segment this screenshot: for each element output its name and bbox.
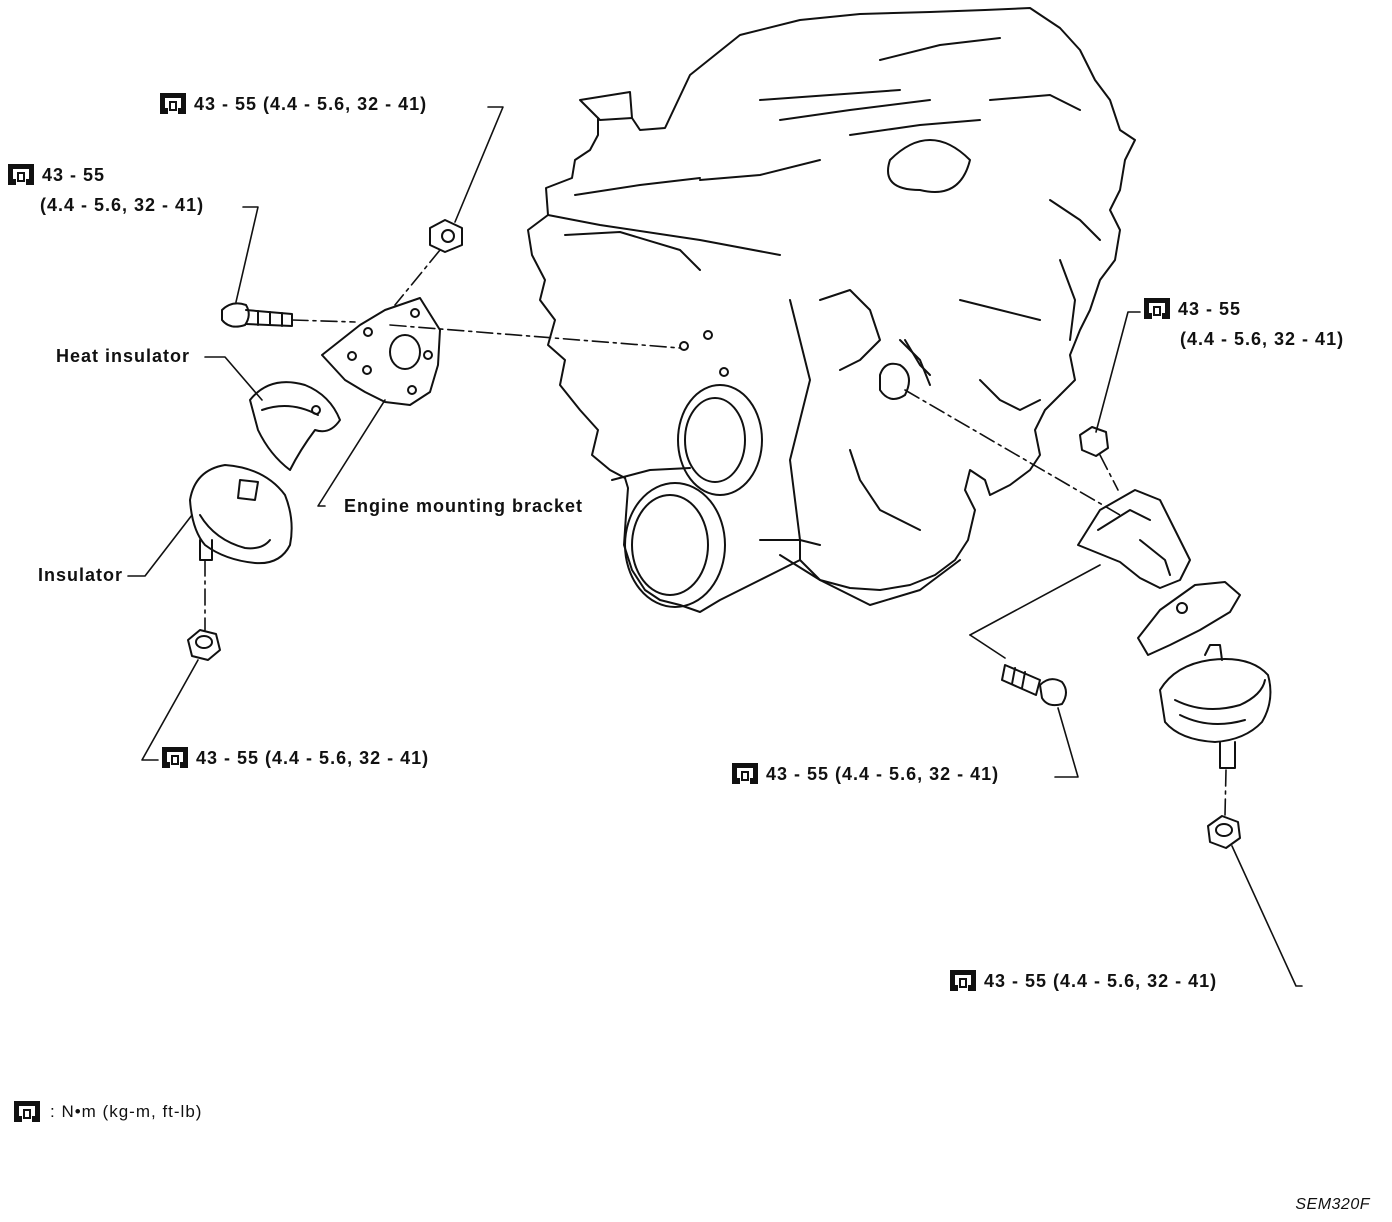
torque-wrench-icon <box>162 747 188 768</box>
torque-value-line2: (4.4 - 5.6, 32 - 41) <box>40 195 205 215</box>
assembly-centerlines <box>204 249 1227 816</box>
torque-value: 43 - 55 (4.4 - 5.6, 32 - 41) <box>984 971 1218 991</box>
torque-spec-right-insulator-nut: 43 - 55 (4.4 - 5.6, 32 - 41) <box>948 967 1217 995</box>
torque-wrench-icon <box>732 763 758 784</box>
right-mount-assembly <box>1001 426 1272 849</box>
torque-wrench-icon <box>14 1101 40 1122</box>
label-heat-insulator: Heat insulator <box>56 346 191 366</box>
torque-value-line2: (4.4 - 5.6, 32 - 41) <box>1180 329 1345 349</box>
unit-legend: : N•m (kg-m, ft-lb) <box>12 1098 202 1126</box>
label-engine-mounting-bracket: Engine mounting bracket <box>344 496 584 516</box>
torque-value: 43 - 55 (4.4 - 5.6, 32 - 41) <box>766 764 1000 784</box>
left-mount-assembly <box>187 219 463 661</box>
torque-value: 43 - 55 (4.4 - 5.6, 32 - 41) <box>196 748 430 768</box>
torque-wrench-icon <box>8 164 34 185</box>
torque-spec-left-bolt: 43 - 55 (4.4 - 5.6, 32 - 41) <box>6 160 204 220</box>
torque-spec-bracket-top-nut: 43 - 55 (4.4 - 5.6, 32 - 41) <box>158 90 427 118</box>
torque-wrench-icon <box>1144 298 1170 319</box>
leader-lines <box>127 106 1303 987</box>
label-insulator: Insulator <box>38 565 124 585</box>
legend-text: : N•m (kg-m, ft-lb) <box>50 1102 203 1121</box>
torque-spec-right-bolt: 43 - 55 (4.4 - 5.6, 32 - 41) <box>730 760 999 788</box>
engine-block <box>527 7 1136 613</box>
torque-value-line1: 43 - 55 <box>42 165 106 185</box>
torque-value-line1: 43 - 55 <box>1178 299 1242 319</box>
figure-code: SEM320F <box>1295 1196 1370 1213</box>
torque-spec-right-upper-nut: 43 - 55 (4.4 - 5.6, 32 - 41) <box>1142 294 1344 354</box>
torque-wrench-icon <box>950 970 976 991</box>
torque-value: 43 - 55 (4.4 - 5.6, 32 - 41) <box>194 94 428 114</box>
torque-wrench-icon <box>160 93 186 114</box>
torque-spec-left-insulator-nut: 43 - 55 (4.4 - 5.6, 32 - 41) <box>160 744 429 772</box>
